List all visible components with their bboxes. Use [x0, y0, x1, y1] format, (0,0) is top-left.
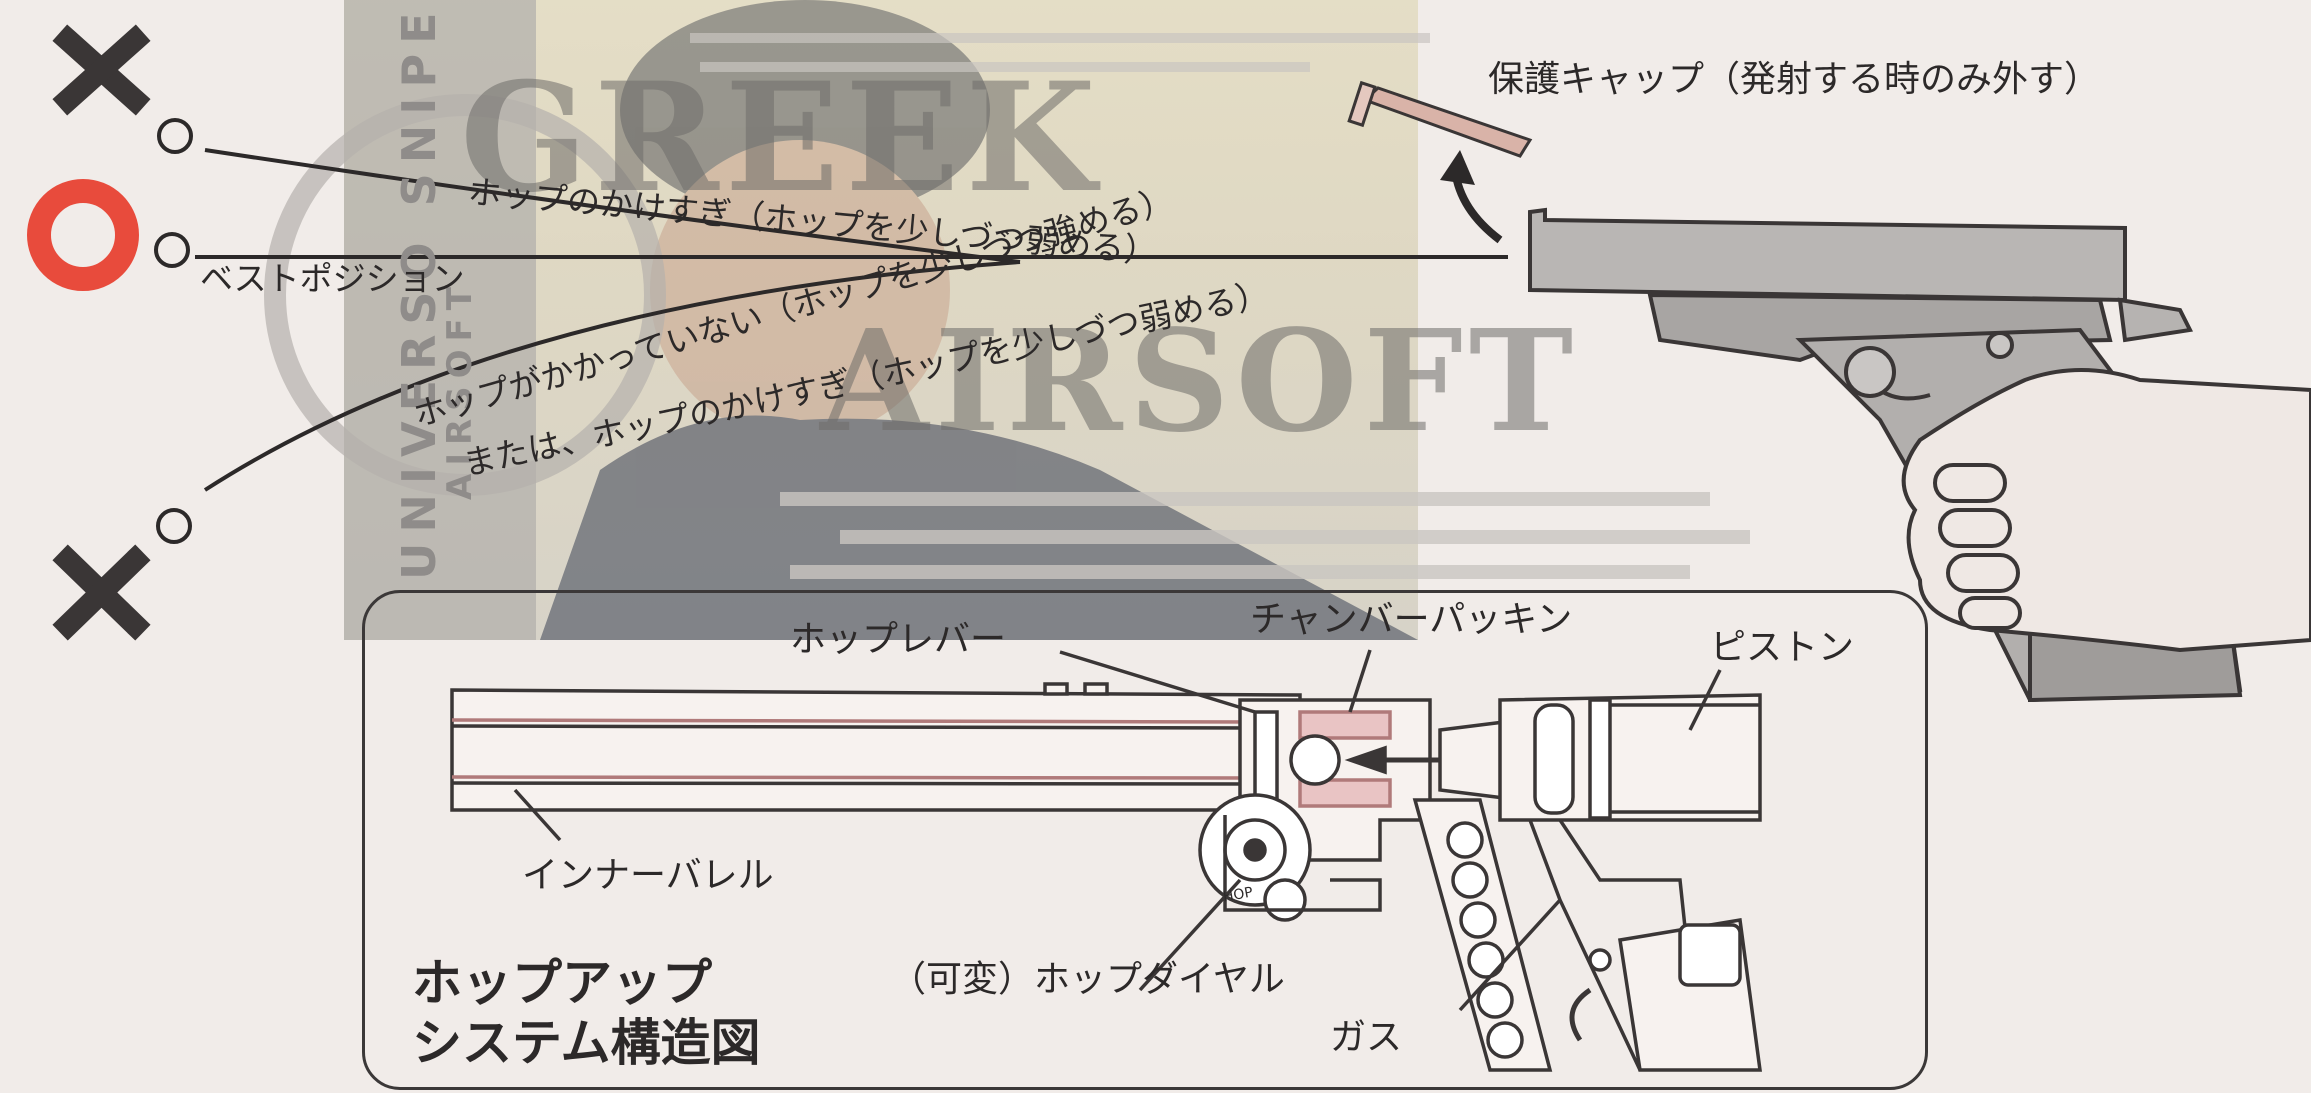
hand-illustration [1901, 368, 2311, 653]
label-hop-lever: ホップレバー [790, 619, 1007, 660]
bb-best [154, 232, 190, 268]
watermark-big-text-1: GREEK [460, 50, 1102, 226]
label-chamber-packing: チャンバーパッキン [1250, 599, 1573, 640]
bb-low [156, 508, 192, 544]
x-mark-lower [52, 544, 151, 641]
label-hop-dial: （可変）ホップダイヤル [890, 959, 1285, 1000]
cross-section-panel [362, 590, 1928, 1090]
watermark-big-text-2: AIRSOFT [820, 300, 1580, 464]
diagram-title-line2: システム構造図 [412, 1014, 761, 1072]
label-best-position: ベストポジション [200, 259, 465, 298]
watermark-ring [264, 94, 666, 496]
person-silhouette [540, 0, 1418, 640]
label-piston: ピストン [1710, 627, 1855, 668]
x-mark-upper [52, 24, 151, 116]
label-gas: ガス [1330, 1017, 1403, 1058]
protective-cap-icon [1347, 80, 1533, 158]
diagram-title-line1: ホップアップ [412, 954, 712, 1012]
best-position-ring [27, 179, 139, 291]
label-protective-cap: 保護キャップ（発射する時のみ外す） [1488, 59, 2101, 100]
hopup-cross-section [450, 649, 1762, 1072]
trajectory-lines [195, 148, 1508, 492]
bb-high [157, 118, 193, 154]
label-inner-barrel: インナーバレル [522, 855, 774, 896]
